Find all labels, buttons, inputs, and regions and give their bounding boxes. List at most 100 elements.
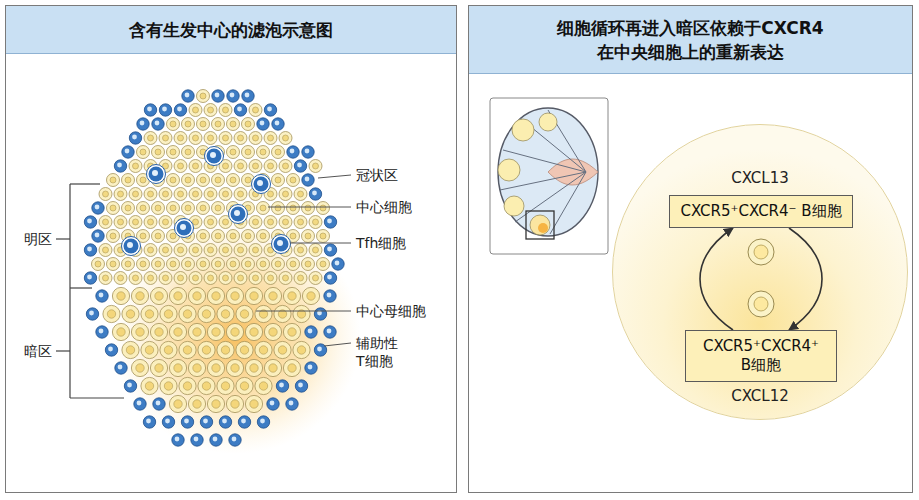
b-cell [159, 132, 172, 145]
b-cell [212, 202, 225, 215]
centroblast-nucleus [259, 346, 267, 354]
b-cell-nucleus [298, 275, 304, 281]
centroblast-nucleus [155, 292, 163, 300]
zoom-circle-fill [613, 125, 907, 419]
tfh-cell-body [177, 221, 192, 236]
follicle-glow [111, 218, 361, 454]
b-cell-nucleus [238, 247, 244, 253]
corona-cell-center [175, 437, 180, 442]
centroblast-nucleus [250, 292, 258, 300]
b-cell-nucleus [283, 191, 289, 197]
leader-line [324, 343, 351, 346]
corona-cell [305, 326, 317, 338]
centroblast [198, 305, 215, 322]
corona-cell [152, 118, 164, 130]
b-cell-nucleus [305, 261, 311, 267]
corona-cell [324, 290, 336, 302]
b-cell-nucleus [118, 219, 124, 225]
b-cell-nucleus [178, 135, 184, 141]
b-cell-nucleus [253, 107, 259, 113]
b-cell [189, 188, 202, 201]
centroblast-nucleus [231, 292, 239, 300]
b-cell-nucleus [148, 135, 154, 141]
corona-cell [92, 202, 104, 214]
centroblast-nucleus [193, 292, 201, 300]
b-cell-nucleus [148, 219, 154, 225]
corona-cell [122, 146, 134, 158]
b-cell [129, 216, 142, 229]
part-label: Tfh细胞 [356, 234, 406, 252]
b-cell [227, 146, 240, 159]
b-cell-nucleus [170, 233, 176, 239]
b-cell-nucleus [170, 205, 176, 211]
b-cell [99, 272, 112, 285]
centroblast-nucleus [164, 310, 172, 318]
centroblast [245, 395, 262, 412]
centroblast-nucleus [117, 328, 125, 336]
b-cell [137, 258, 150, 271]
centroblast [131, 323, 148, 340]
centroblast-nucleus [240, 310, 248, 318]
centroblast-nucleus [212, 328, 220, 336]
b-cell [309, 216, 322, 229]
b-cell [167, 118, 180, 131]
centroblast-nucleus [231, 328, 239, 336]
b-cell-nucleus [163, 219, 169, 225]
b-cell [189, 104, 202, 117]
b-cell [99, 216, 112, 229]
centroblast-nucleus [164, 382, 172, 390]
b-cell-nucleus [178, 275, 184, 281]
b-cell [317, 230, 330, 243]
centroblast-nucleus [136, 328, 144, 336]
corona-cell [162, 416, 174, 428]
b-cell-nucleus [170, 121, 176, 127]
centroblast [217, 305, 234, 322]
leader-lines [256, 175, 351, 346]
b-cell-nucleus [320, 261, 326, 267]
b-cell [144, 272, 157, 285]
corona-cell [182, 90, 194, 102]
b-cell [159, 188, 172, 201]
b-cell [189, 272, 202, 285]
b-cell [242, 230, 255, 243]
b-cell [182, 258, 195, 271]
b-cell [152, 202, 165, 215]
corona-cell-center [308, 365, 313, 370]
tfh-cell-center [210, 152, 216, 158]
b-cell-nucleus [268, 191, 274, 197]
corona-cell [276, 380, 288, 392]
b-cell-nucleus [125, 205, 131, 211]
centroblast [122, 341, 139, 358]
b-cell-nucleus [208, 107, 214, 113]
centroblast-nucleus [231, 364, 239, 372]
b-cell-nucleus [103, 247, 109, 253]
corona-cell-center [99, 329, 104, 334]
b-cell [227, 230, 240, 243]
b-cell-nucleus [283, 275, 289, 281]
corona-cell-center [298, 383, 303, 388]
b-cell [264, 132, 277, 145]
centroblast-nucleus [174, 292, 182, 300]
centroblast-nucleus [117, 292, 125, 300]
corona-cell-center [305, 149, 310, 154]
b-cell-nucleus [185, 121, 191, 127]
centroblast [217, 341, 234, 358]
b-cell [204, 188, 217, 201]
tfh-cell-center [127, 242, 133, 248]
corona-cell-center [95, 205, 100, 210]
corona-cell-center [194, 437, 199, 442]
b-cell-nucleus [275, 261, 281, 267]
centroblast [245, 323, 262, 340]
corona-cell-center [308, 329, 313, 334]
b-cell-nucleus [110, 205, 116, 211]
corona-cell-center [335, 261, 340, 266]
b-cell-nucleus [200, 261, 206, 267]
b-cell-nucleus [200, 205, 206, 211]
b-cell [212, 174, 225, 187]
b-cell [174, 132, 187, 145]
centroblast-nucleus [164, 346, 172, 354]
b-cell-nucleus [230, 233, 236, 239]
corona-cell-center [260, 121, 265, 126]
corona-cell [84, 244, 96, 256]
tfh-cell-center [277, 240, 283, 246]
